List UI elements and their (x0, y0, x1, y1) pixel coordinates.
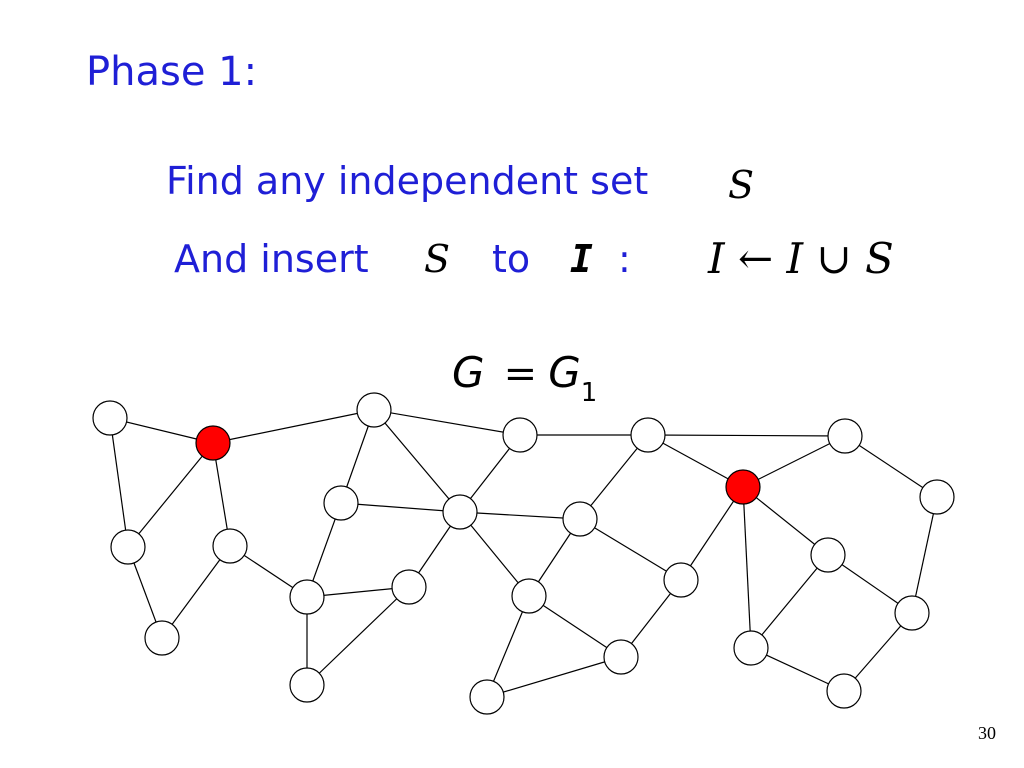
graph-edge-n13-n14 (579, 434, 649, 520)
instruction-line-2-colon: : (618, 237, 631, 281)
set-target-i: I (570, 237, 593, 281)
graph-edge-n1-n3 (109, 417, 129, 548)
graph-edge-n2-n7 (212, 409, 375, 444)
graph-node-selected-n19 (725, 469, 761, 505)
graph-node-n4 (212, 528, 248, 564)
graph-edge-n11-n14 (459, 511, 581, 520)
graph-edge-n13-n20 (647, 434, 846, 437)
graph-edge-n17-n18 (486, 656, 622, 698)
graph-node-n20 (827, 418, 863, 454)
graph-node-n12 (502, 417, 538, 453)
set-variable-s-2: S (424, 237, 451, 281)
graph-node-n24 (733, 630, 769, 666)
graph-edge-n16-n18 (486, 595, 530, 698)
graph-edge-n7-n12 (373, 409, 521, 436)
graph-nodes (92, 392, 955, 715)
graph-node-n17 (603, 639, 639, 675)
graph-edge-n4-n5 (161, 545, 231, 639)
graph-node-n13 (630, 417, 666, 453)
graph-node-n15 (663, 562, 699, 598)
graph-edge-n22-n24 (750, 554, 829, 649)
graph-edge-n9-n10 (306, 586, 410, 686)
set-variable-s: S (728, 163, 755, 207)
instruction-line-2-prefix: And insert (174, 237, 369, 281)
graph-symbol-g1: G (548, 348, 581, 397)
graph-node-n25 (826, 673, 862, 709)
graph-edge-n19-n15 (680, 486, 744, 581)
graph-edge-n11-n16 (459, 511, 530, 597)
graph-node-n22 (810, 537, 846, 573)
graph-edge-n1-n2 (109, 417, 214, 444)
graph-edge-n19-n20 (742, 435, 846, 488)
graph-equation: G = G1 (452, 351, 597, 409)
graph-node-n18 (469, 679, 505, 715)
graph-edge-n13-n19 (647, 434, 744, 488)
graph-edge-n16-n17 (528, 595, 622, 658)
graph-node-n11 (442, 494, 478, 530)
graph-node-n8 (323, 485, 359, 521)
graph-node-n21 (919, 479, 955, 515)
graph-node-n16 (511, 578, 547, 614)
graph-node-n5 (144, 620, 180, 656)
instruction-line-1: Find any independent set (166, 159, 649, 203)
graph-node-selected-n2 (195, 425, 231, 461)
page-number: 30 (978, 723, 996, 743)
graph-edge-n19-n22 (742, 486, 829, 556)
graph-edge-n8-n11 (340, 502, 461, 513)
graph-edge-n19-n24 (742, 486, 752, 649)
instruction-line-2-to: to (492, 237, 531, 281)
graph-node-n6 (289, 579, 325, 615)
graph-node-n14 (562, 501, 598, 537)
graph-subscript: 1 (580, 378, 598, 408)
graph-edge-n20-n21 (844, 435, 938, 498)
phase-heading: Phase 1: (86, 49, 258, 95)
graph-node-n23 (894, 595, 930, 631)
graph-node-n10 (391, 569, 427, 605)
graph-symbol-g: G (452, 348, 485, 397)
graph-edge-n7-n11 (373, 409, 461, 513)
graph-edge-n21-n23 (911, 496, 938, 614)
graph-node-n7 (356, 392, 392, 428)
update-rule: I ← I ∪ S (708, 234, 894, 283)
equals-sign: = (503, 351, 538, 397)
graph-node-n9 (289, 667, 325, 703)
graph-node-n3 (110, 529, 146, 565)
graph-edge-n14-n15 (579, 518, 682, 581)
graph-edge-n2-n3 (127, 442, 214, 548)
graph-node-n1 (92, 400, 128, 436)
